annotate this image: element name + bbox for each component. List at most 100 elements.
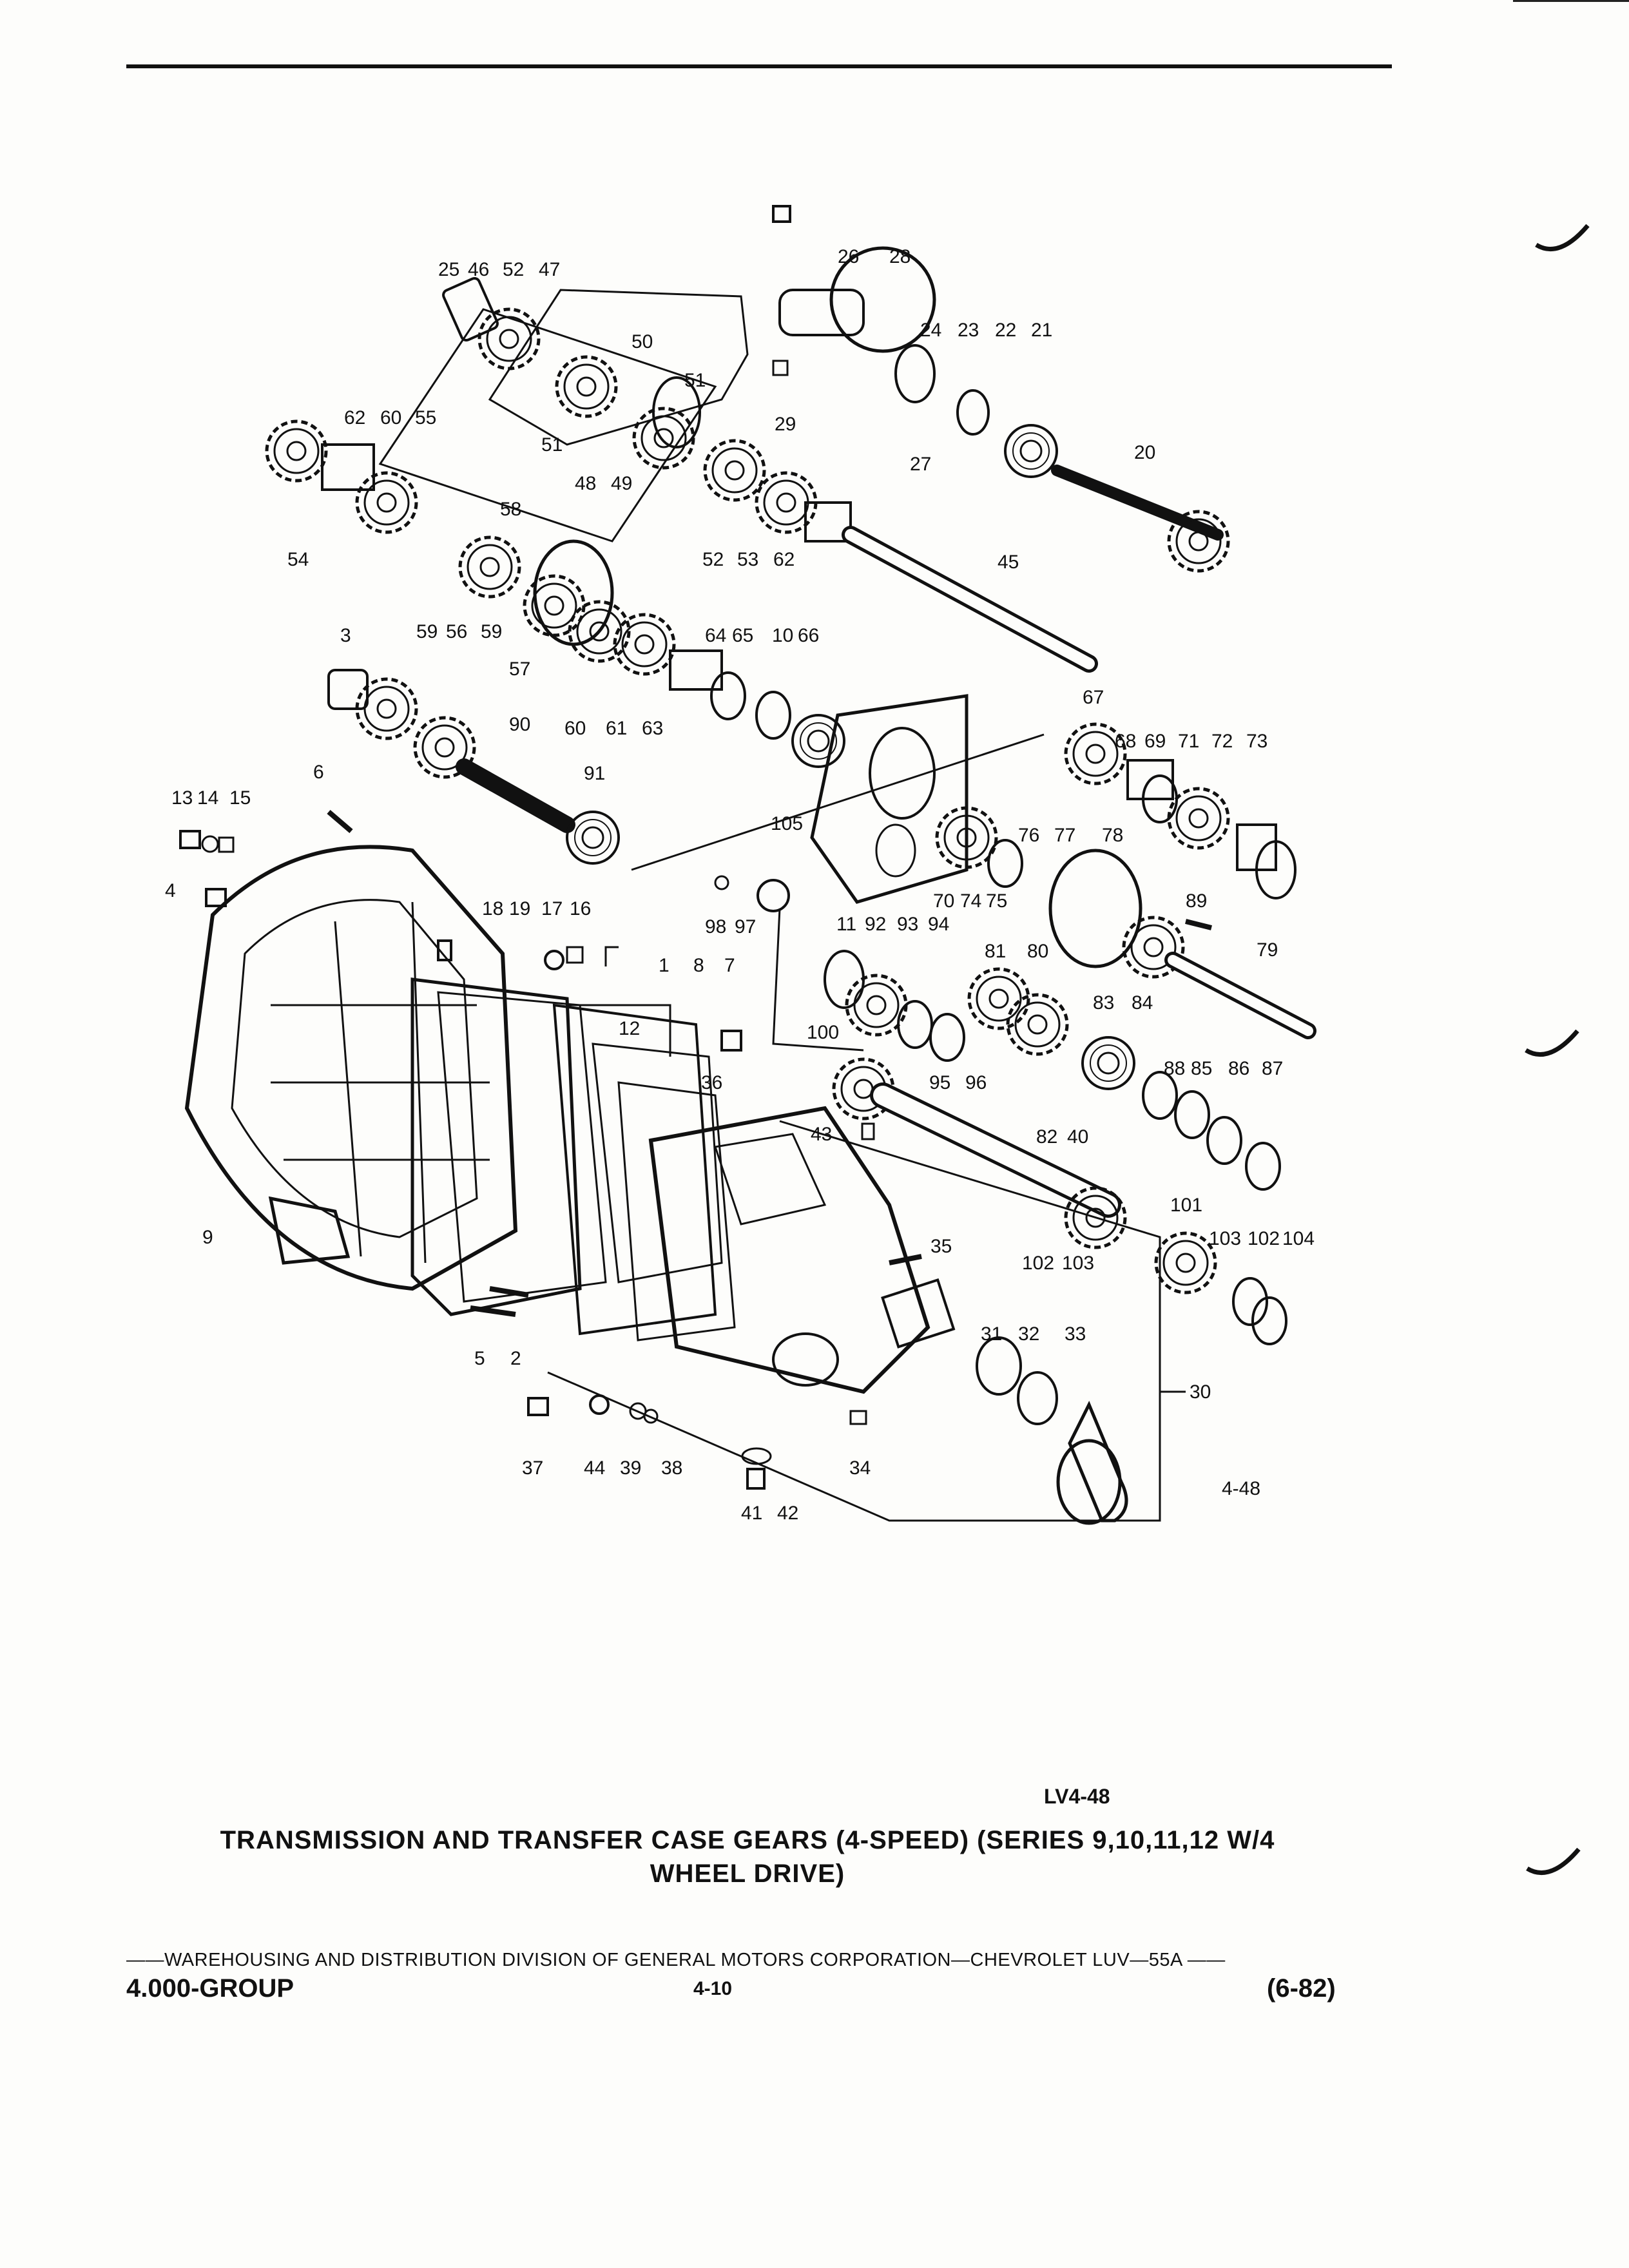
callout: 100 xyxy=(807,1022,839,1043)
callout: 30 xyxy=(1190,1381,1211,1403)
figure-caption: TRANSMISSION AND TRANSFER CASE GEARS (4-… xyxy=(116,1823,1379,1890)
upper-shaft-assembly xyxy=(267,246,1228,768)
callout: 3 xyxy=(340,625,351,646)
callout: 19 xyxy=(509,898,530,919)
callout: 103 xyxy=(1062,1253,1094,1274)
callout: 31 xyxy=(981,1323,1002,1345)
callout: 95 xyxy=(929,1072,950,1093)
callout: 10 xyxy=(772,625,793,646)
callout: 57 xyxy=(509,658,530,680)
callout: 6 xyxy=(313,762,324,783)
callout: 53 xyxy=(737,549,758,570)
callout: 63 xyxy=(642,718,663,739)
callout: 96 xyxy=(965,1072,987,1093)
callout: 17 xyxy=(541,898,563,919)
callout: 91 xyxy=(584,763,605,784)
punch-mark-top xyxy=(1535,224,1590,251)
callout: 46 xyxy=(468,259,489,280)
fasteners xyxy=(179,205,1212,1490)
callout: 52 xyxy=(702,549,724,570)
callout: 26 xyxy=(838,246,859,267)
callout: 94 xyxy=(928,914,949,935)
callout: 5 xyxy=(474,1348,485,1369)
callout: 34 xyxy=(849,1457,871,1479)
callout: 64 xyxy=(705,625,726,646)
callout: 12 xyxy=(619,1018,640,1039)
callout: 105 xyxy=(771,813,803,834)
diagram-svg: 25 46 52 47 26 28 50 24 23 22 21 51 29 6… xyxy=(165,205,1316,1525)
callout: 67 xyxy=(1083,687,1104,708)
caption-line-2: WHEEL DRIVE) xyxy=(650,1860,845,1888)
callout: 75 xyxy=(986,890,1007,912)
callout: 93 xyxy=(897,914,918,935)
callout: 76 xyxy=(1018,825,1039,846)
callout: 4 xyxy=(165,880,176,901)
page-number: 4-10 xyxy=(693,1978,733,1999)
callout: 62 xyxy=(344,407,365,428)
callout: 41 xyxy=(741,1503,762,1524)
callout: 88 xyxy=(1164,1058,1185,1079)
callout: 50 xyxy=(631,331,653,352)
callout: 7 xyxy=(724,955,735,976)
callout: 24 xyxy=(920,320,941,341)
callout: 27 xyxy=(910,454,931,475)
callout: 85 xyxy=(1191,1058,1212,1079)
callout: 28 xyxy=(889,246,911,267)
callout: 16 xyxy=(570,898,591,919)
callout: 1 xyxy=(659,955,670,976)
callout: 81 xyxy=(985,941,1006,962)
callout: 51 xyxy=(541,434,563,456)
callout: 102 xyxy=(1248,1228,1280,1249)
callout: 84 xyxy=(1132,992,1153,1014)
callout: 44 xyxy=(584,1457,605,1479)
callout: 62 xyxy=(773,549,795,570)
callout: 102 xyxy=(1022,1253,1054,1274)
grouping-brackets xyxy=(547,733,1186,1522)
callout: 43 xyxy=(811,1124,832,1145)
callout: 38 xyxy=(661,1457,682,1479)
callout: 77 xyxy=(1054,825,1075,846)
callout: 70 xyxy=(933,890,954,912)
callout: 59 xyxy=(416,621,438,642)
callout: 97 xyxy=(735,916,756,937)
lower-shaft xyxy=(824,950,1287,1345)
callout: 20 xyxy=(1134,442,1155,463)
callout: 101 xyxy=(1170,1195,1202,1216)
callout: 78 xyxy=(1102,825,1123,846)
callout: 40 xyxy=(1067,1126,1088,1148)
callout: 52 xyxy=(503,259,524,280)
transfer-output-shaft xyxy=(937,724,1316,1039)
caption-line-1: TRANSMISSION AND TRANSFER CASE GEARS (4-… xyxy=(220,1826,1275,1854)
callout: 83 xyxy=(1093,992,1114,1014)
callout: 25 xyxy=(438,259,459,280)
punch-mark-middle xyxy=(1525,1029,1579,1057)
callout: 69 xyxy=(1144,731,1166,752)
callout: 42 xyxy=(777,1503,798,1524)
punch-mark-bottom xyxy=(1526,1847,1581,1875)
callout: 45 xyxy=(998,552,1019,573)
callout: 73 xyxy=(1246,731,1268,752)
top-rule xyxy=(126,64,1392,68)
callout: 21 xyxy=(1031,320,1052,341)
callout: 35 xyxy=(930,1236,952,1257)
callout: 60 xyxy=(380,407,401,428)
callout: 104 xyxy=(1282,1228,1315,1249)
transfer-case xyxy=(648,1106,1128,1525)
callout: 80 xyxy=(1027,941,1048,962)
corner-rule xyxy=(1513,0,1629,2)
exploded-parts-diagram: 25 46 52 47 26 28 50 24 23 22 21 51 29 6… xyxy=(165,205,1316,1525)
callout: 87 xyxy=(1262,1058,1283,1079)
countershaft xyxy=(327,669,620,865)
callout: 51 xyxy=(684,370,706,391)
callout: 55 xyxy=(415,407,436,428)
revision-date: (6-82) xyxy=(1267,1974,1336,2003)
clutch-housing xyxy=(184,845,518,1291)
reference-code: LV4-48 xyxy=(1044,1785,1110,1808)
callout: 103 xyxy=(1209,1228,1241,1249)
callout: 33 xyxy=(1065,1323,1086,1345)
callout: 60 xyxy=(564,718,586,739)
callout: 14 xyxy=(197,787,218,809)
callout-labels: 25 46 52 47 26 28 50 24 23 22 21 51 29 6… xyxy=(165,246,1315,1524)
intermediate-plate xyxy=(714,694,969,912)
callout: 65 xyxy=(732,625,753,646)
